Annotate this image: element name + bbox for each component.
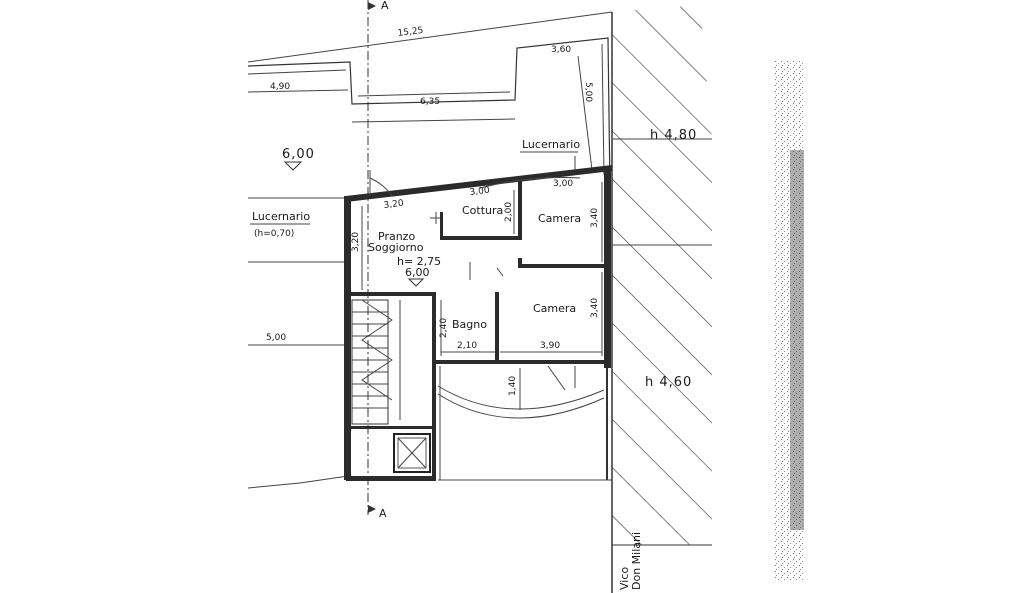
left-reference-lines [247,197,349,489]
dim-kitchen-height: 2,00 [504,202,514,222]
dim-room-top: 3,00 [553,179,573,189]
dim-wall-left: 3,20 [383,199,404,211]
bedroom2-label: Camera [533,302,576,315]
dim-terrace-mid: 6,35 [420,97,440,107]
height-right-top: h 4,80 [650,128,697,143]
dim-wall-left-height: 3,20 [351,232,361,252]
dim-balcony-depth: 1,40 [508,376,518,396]
dim-terrace-right: 3,60 [551,45,571,55]
dim-bedroom2-width: 3,90 [540,341,560,351]
section-line [367,0,376,515]
door-swings [369,156,581,280]
balcony [437,365,612,481]
dim-terrace-depth: 5,00 [583,82,593,102]
dim-left-offset: 5,00 [266,333,286,343]
terrace-outline [247,11,613,191]
section-marker-bottom: A [379,507,387,520]
dimension-lines [361,182,603,410]
bath-label: Bagno [452,318,487,331]
building-walls [344,165,612,481]
living-level: 6,00 [405,266,430,279]
living-level-triangle-icon [407,278,425,287]
terrace-level: 6,00 [282,147,315,162]
section-marker-top: A [381,0,389,12]
living-height: h= 2,75 [397,255,441,268]
level-triangle-icon [283,161,303,171]
living-room-label-line1: Pranzo [378,230,415,243]
dim-terrace-left: 4,90 [270,82,290,92]
bedroom1-label: Camera [538,212,581,225]
adjacent-building-hatch [611,5,712,593]
skylight-top-label: Lucernario [522,138,580,151]
street-label-line1: Vico [618,567,631,590]
kitchen-label: Cottura [462,204,503,217]
dim-kitchen-top: 3,00 [469,186,490,198]
staircase [351,299,401,425]
dim-bedroom1-height: 3,40 [590,208,600,228]
dim-bedroom2-height: 3,40 [590,298,600,318]
living-room-label-line2: Soggiorno [368,241,424,254]
dim-bath-height: 2,40 [439,318,449,338]
skylight-left-height: (h=0,70) [254,229,294,239]
elevator-shaft [393,433,431,473]
dim-bath-width: 2,10 [457,341,477,351]
dim-overall-width: 15,25 [397,26,424,39]
scan-noise-edge [775,60,805,580]
skylight-left-label: Lucernario [252,210,310,223]
height-right-bottom: h 4,60 [645,375,692,390]
street-label-line2: Don Milani [630,532,643,590]
